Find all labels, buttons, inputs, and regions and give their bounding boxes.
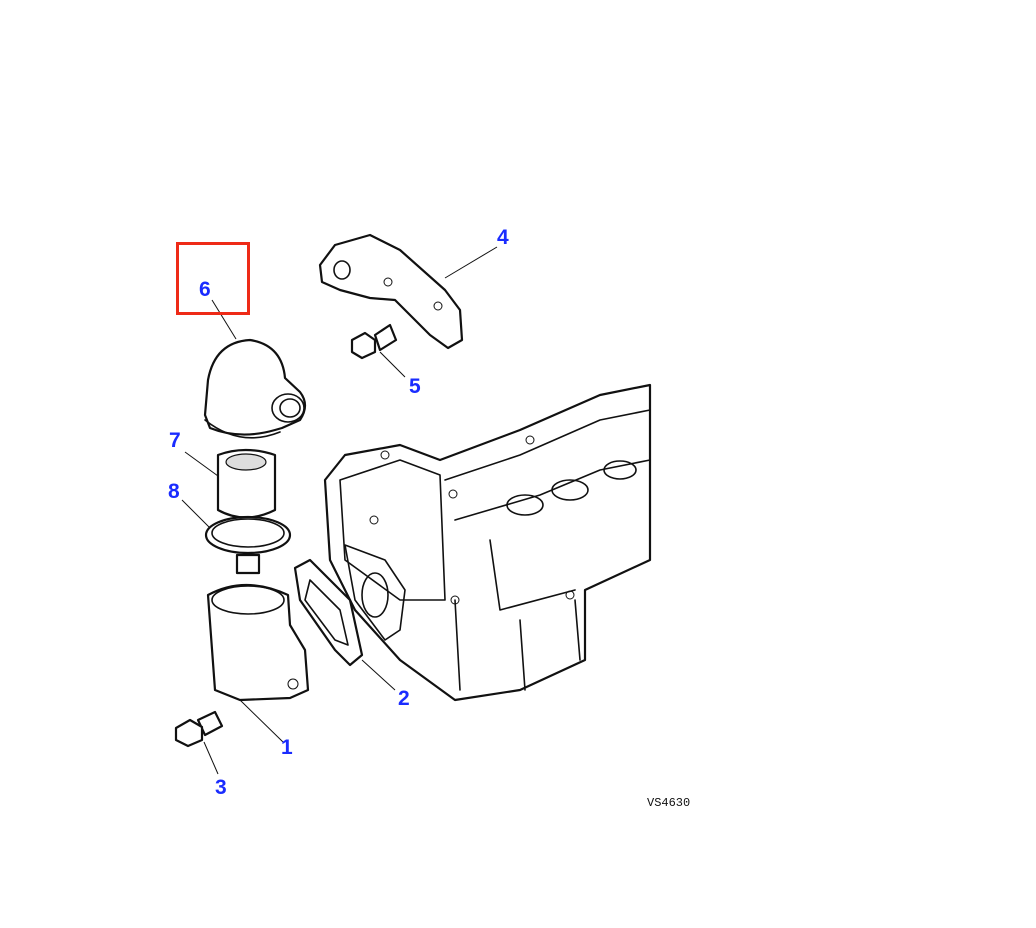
callout-4[interactable]: 4 (497, 226, 509, 249)
callout-3[interactable]: 3 (215, 776, 227, 799)
callout-8[interactable]: 8 (168, 480, 180, 503)
reference-code: VS4630 (647, 796, 691, 810)
leader-lines (181, 246, 498, 775)
callout-1[interactable]: 1 (281, 736, 293, 759)
bracket-drawing (318, 233, 464, 350)
manifold-drawing (323, 383, 652, 702)
hose-clip-drawing (204, 515, 292, 575)
bolt-3-drawing (174, 710, 224, 748)
thermostat-housing-drawing (206, 583, 310, 702)
elbow-drawing (203, 338, 307, 439)
hose-drawing (216, 448, 277, 519)
callout-2[interactable]: 2 (398, 687, 410, 710)
callout-5[interactable]: 5 (409, 375, 421, 398)
callout-6[interactable]: 6 (199, 278, 211, 301)
gasket-drawing (293, 558, 364, 667)
callout-7[interactable]: 7 (169, 429, 181, 452)
highlight-box-6 (176, 242, 250, 315)
bolt-5-drawing (350, 323, 398, 360)
